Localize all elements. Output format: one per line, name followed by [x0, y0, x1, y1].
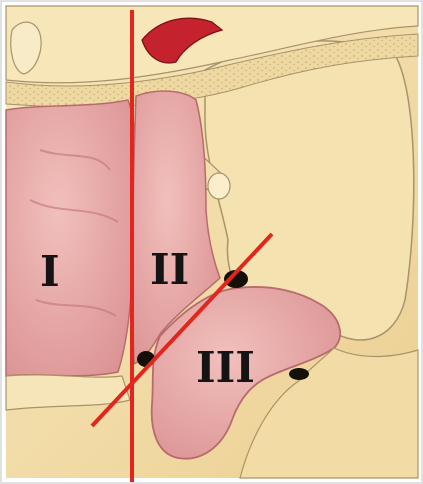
label-region-2: II: [150, 245, 189, 294]
ostium-lower-right: [289, 368, 309, 380]
region-1-mucosa: [6, 100, 136, 376]
label-region-1: I: [40, 247, 60, 296]
label-region-3: III: [196, 343, 255, 392]
